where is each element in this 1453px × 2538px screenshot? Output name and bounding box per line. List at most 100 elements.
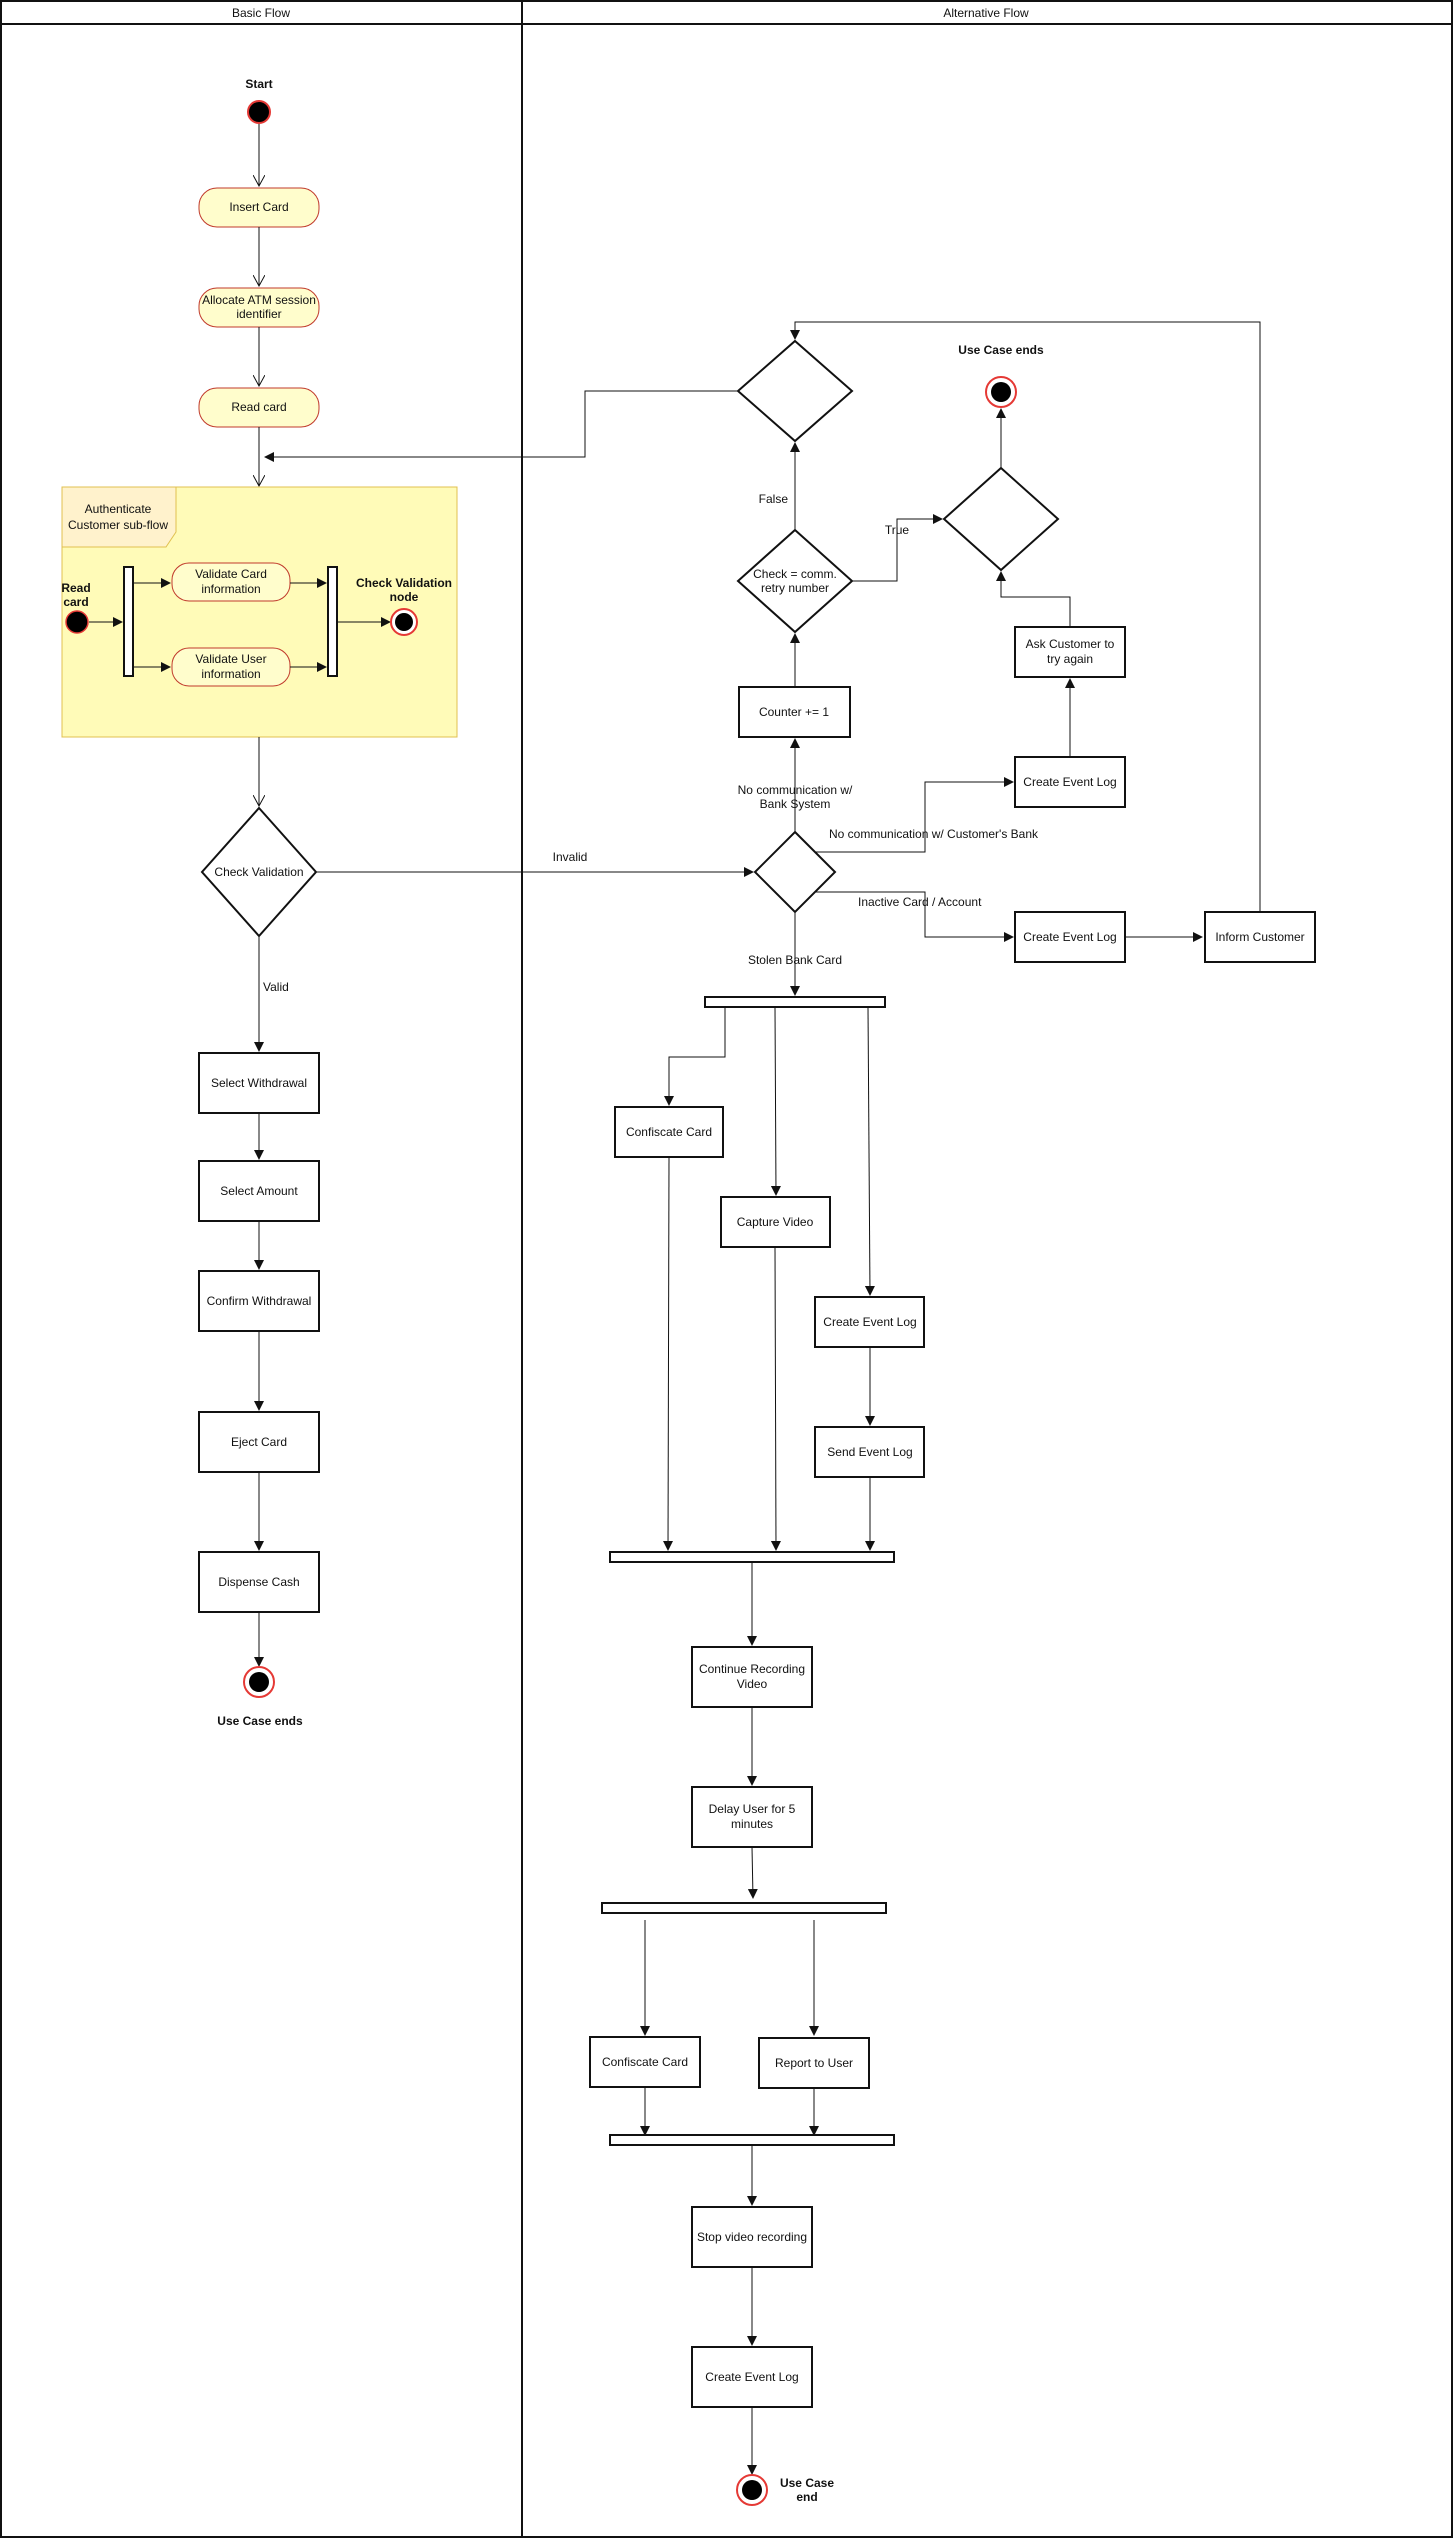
sub-start-label: Read [61,581,90,595]
final-node-alt-top-core [991,382,1011,402]
decision-label: Check = comm. [753,567,837,581]
authenticate-subflow[interactable]: Authenticate Customer sub-flow Read card… [61,486,458,738]
lane-header-basic: Basic Flow [232,6,290,20]
sub-final-node-core [395,613,413,631]
action-send-event-log[interactable]: Send Event Log [814,1426,925,1478]
action-label: Create Event Log [1023,930,1116,944]
basic-end-label: Use Case ends [217,1714,303,1728]
fork-bar-2[interactable] [601,1902,887,1914]
fork-bar-stolen[interactable] [704,996,886,1008]
action-report-to-user[interactable]: Report to User [758,2037,870,2089]
flow-edge [864,1006,875,1296]
action-counter[interactable]: Counter += 1 [738,686,851,738]
alt-end-label: end [796,2490,817,2504]
true-label: True [885,523,910,537]
action-label: Confiscate Card [626,1125,712,1139]
no-comm-bank-label: No communication w/ [738,783,853,797]
start-node[interactable] [247,100,271,124]
decision-check-comm[interactable]: Check = comm. retry number [736,528,854,634]
action-label: Continue Recording [699,1662,805,1676]
decision-check-validation[interactable]: Check Validation [200,806,318,938]
action-stop-video[interactable]: Stop video recording [691,2206,813,2268]
action-create-event-log-mid[interactable]: Create Event Log [1014,911,1126,963]
decision-retry[interactable] [736,339,854,443]
action-label: Video [737,1677,768,1691]
action-label: Send Event Log [827,1445,912,1459]
action-label: Select Withdrawal [211,1076,307,1090]
final-node-alt-core [742,2480,762,2500]
lane-header-alternative: Alternative Flow [943,6,1029,20]
alt-end-label: Use Case [780,2476,834,2490]
action-create-event-log-top[interactable]: Create Event Log [1014,756,1126,808]
action-ask-customer[interactable]: Ask Customer to try again [1014,626,1126,678]
action-label: Eject Card [231,1435,287,1449]
action-label: Select Amount [220,1184,298,1198]
action-create-event-log-branch[interactable]: Create Event Log [814,1296,925,1348]
false-label: False [759,492,789,506]
check-validation-node-label: node [390,590,419,604]
action-read-card[interactable]: Read card [198,387,320,428]
action-insert-card[interactable]: Insert Card [198,187,320,228]
join-bar[interactable] [327,566,338,677]
action-label: identifier [236,307,281,321]
flow-edge-retry-back [264,390,738,462]
action-label: Validate Card [195,567,267,581]
valid-label: Valid [263,980,289,994]
action-label: Dispense Cash [218,1575,299,1589]
fork-bar[interactable] [123,566,134,677]
action-label: Inform Customer [1215,930,1304,944]
action-label: try again [1047,652,1093,666]
action-label: Ask Customer to [1026,637,1115,651]
action-label: Create Event Log [823,1315,916,1329]
action-label: information [201,667,260,681]
action-label: Create Event Log [1023,775,1116,789]
no-comm-bank-label: Bank System [760,797,831,811]
action-continue-recording[interactable]: Continue Recording Video [691,1646,813,1708]
action-label: Allocate ATM session [202,293,316,307]
action-label: Capture Video [737,1215,814,1229]
action-validate-user[interactable]: Validate User information [171,647,291,687]
no-comm-customer-label: No communication w/ Customer's Bank [829,827,1039,841]
join-bar-1[interactable] [609,1551,895,1563]
check-validation-node-label: Check Validation [356,576,452,590]
inactive-label: Inactive Card / Account [858,895,982,909]
action-confiscate-card-1[interactable]: Confiscate Card [614,1106,724,1158]
subflow-title: Authenticate [85,502,152,516]
action-label: Read card [231,400,286,414]
action-label: Confirm Withdrawal [207,1294,312,1308]
flow-edge [996,571,1071,627]
join-bar-2[interactable] [609,2134,895,2146]
action-select-amount[interactable]: Select Amount [198,1160,320,1222]
alt-top-end-label: Use Case ends [958,343,1044,357]
action-confiscate-card-2[interactable]: Confiscate Card [589,2036,701,2088]
action-eject-card[interactable]: Eject Card [198,1411,320,1473]
action-label: minutes [731,1817,773,1831]
start-label: Start [245,77,272,91]
subflow-title: Customer sub-flow [68,518,168,532]
action-confirm-withdrawal[interactable]: Confirm Withdrawal [198,1270,320,1332]
flow-edge [747,1846,758,1899]
flow-edge [664,1007,726,1106]
flow-edge [770,1246,781,1551]
action-label: Counter += 1 [759,705,829,719]
action-capture-video[interactable]: Capture Video [720,1196,831,1248]
action-delay-user[interactable]: Delay User for 5 minutes [691,1786,813,1848]
action-label: information [201,582,260,596]
action-label: Validate User [195,652,266,666]
action-allocate-session[interactable]: Allocate ATM session identifier [198,287,320,328]
flow-edge [663,1156,674,1551]
action-select-withdrawal[interactable]: Select Withdrawal [198,1052,320,1114]
sub-start-label: card [63,595,88,609]
action-dispense-cash[interactable]: Dispense Cash [198,1551,320,1613]
decision-label: retry number [761,581,829,595]
decision-true[interactable] [942,466,1060,572]
action-validate-card[interactable]: Validate Card information [171,562,291,602]
flow-edge-no-comm-customer [815,777,1014,853]
sub-start-node[interactable] [65,610,89,634]
action-create-event-log-final[interactable]: Create Event Log [691,2346,813,2408]
decision-failure-type[interactable] [753,830,837,914]
action-inform-customer[interactable]: Inform Customer [1204,911,1316,963]
action-label: Report to User [775,2056,853,2070]
